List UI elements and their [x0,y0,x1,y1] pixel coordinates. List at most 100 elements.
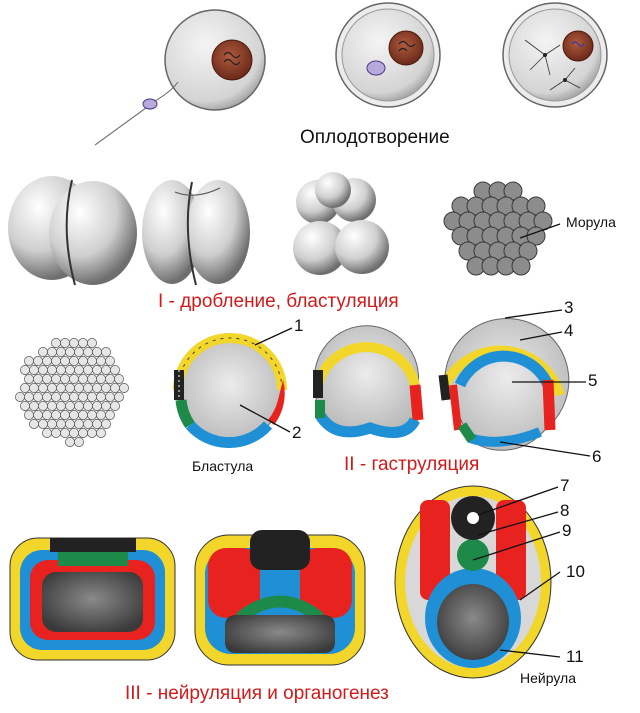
cleavage-8-cell [293,172,389,275]
blastula-cell [56,365,66,375]
blastula-cell [42,356,52,366]
label-morula: Морула [566,214,616,230]
blastula-cell [87,392,97,402]
blastula-cell [33,374,43,384]
callout-3: 3 [564,298,574,317]
blastula-cell [96,374,106,384]
blastula-cell [110,365,120,375]
blastula-cell [69,392,79,402]
blastula-cell [83,419,93,429]
blastula-cell [24,356,34,366]
title-fertilization: Оплодотворение [300,127,450,148]
neurula-early [9,537,176,661]
blastula-cell [56,401,66,411]
blastula-cell [24,374,34,384]
blastula-cell [38,365,48,375]
title-neurulation: III - нейруляция и органогенез [125,683,389,704]
label-neurula: Нейрула [520,670,576,686]
blastula-cell [29,401,39,411]
blastula-cell [38,383,48,393]
blastula-cell [96,410,106,420]
blastula-cell [78,428,88,438]
callout-11: 11 [566,647,584,666]
blastula-cell [74,383,84,393]
blastula-cell [38,347,48,357]
blastula-cell [96,392,106,402]
blastula-cell [69,428,79,438]
callout-2: 2 [292,423,302,442]
blastula-cell [83,383,93,393]
blastula-cell [92,365,102,375]
blastula-cell [114,374,124,384]
blastula-cell [92,401,102,411]
egg-fertilized [335,2,441,108]
egg-with-sperm [94,9,266,146]
blastula-cell [74,419,84,429]
blastula-cell [114,392,124,402]
blastula-cell [38,419,48,429]
morula-cell [511,256,531,276]
blastula-cell [65,419,75,429]
blastula-cell [60,338,70,348]
blastula-cell [60,374,70,384]
blastula-cell [24,410,34,420]
cleavage-2-cell [8,176,137,286]
blastula-cell [83,347,93,357]
blastula-cell [65,437,75,447]
blastula-cell [87,356,97,366]
blastula-cell [29,365,39,375]
blastula-cell [51,356,61,366]
blastula-cell [20,383,30,393]
title-gastrulation: II - гаструляция [344,454,480,475]
blastula-cell [74,401,84,411]
blastula-cell [69,356,79,366]
blastula-cell [101,365,111,375]
title-cleavage: I - дробление, бластуляция [158,291,399,312]
blastula-cell [69,410,79,420]
blastula-cell [42,374,52,384]
callout-7: 7 [560,476,570,495]
blastula-cell [78,392,88,402]
blastula-cell [20,401,30,411]
callout-lines [239,223,591,658]
blastula-cell [78,410,88,420]
callout-9: 9 [562,521,572,540]
blastula-cell [101,419,111,429]
blastula-cell [87,428,97,438]
blastula-cell [47,383,57,393]
blastula-cell [42,428,52,438]
blastula-cell [92,347,102,357]
blastula-cell [20,365,30,375]
callout-5: 5 [588,371,598,390]
blastula-cell [33,356,43,366]
blastula-cell [60,428,70,438]
blastula-cell [105,356,115,366]
morula [443,181,553,276]
blastula-cell [83,401,93,411]
blastula-cell [33,392,43,402]
blastula-section [173,333,287,449]
blastula-cell [51,338,61,348]
callout-6: 6 [592,447,602,466]
blastula-cell [78,356,88,366]
blastula-cell [110,401,120,411]
cleavage-4-cell [142,180,250,286]
callout-8: 8 [560,501,570,520]
blastula-cell [42,410,52,420]
neurula-mid [194,530,366,666]
blastula-cell [47,401,57,411]
blastula-cell [69,374,79,384]
blastula-cell [65,365,75,375]
blastula-cell [60,392,70,402]
zygote-spindle [502,2,608,108]
blastula-cell [24,392,34,402]
blastula-cell [60,410,70,420]
blastula-cell [47,365,57,375]
blastula-cell [38,401,48,411]
blastula-cell [101,347,111,357]
blastula-cell [47,347,57,357]
blastula-cell [51,428,61,438]
blastula-cell [105,392,115,402]
